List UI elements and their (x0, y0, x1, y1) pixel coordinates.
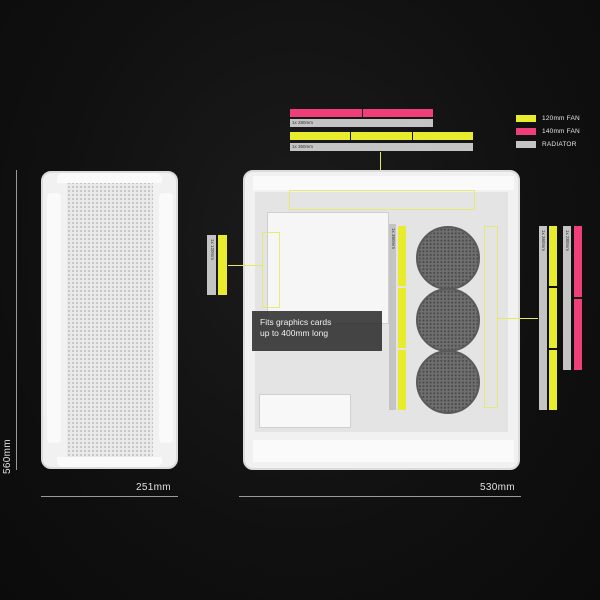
length-dimension-line (239, 496, 521, 497)
top-140mm-fan-1 (290, 109, 362, 117)
rear-120mm-fan (218, 235, 227, 295)
width-dimension-label: 251mm (136, 482, 171, 493)
front-140mm-fan-1 (574, 226, 582, 297)
side-fan-bottom (416, 350, 480, 414)
top-120mm-fan-1 (290, 132, 350, 140)
front-120mm-fan-1 (549, 226, 557, 286)
top-360mm-radiator: 1x 360mm (290, 143, 473, 151)
legend-item-120mm-fan: 120mm FAN (516, 112, 580, 124)
rear-120mm-radiator: 1x 120mm (207, 235, 216, 295)
psu-shroud (259, 394, 351, 428)
front-view-case (41, 171, 178, 469)
legend-swatch-120mm-fan (516, 114, 536, 122)
legend-label-140mm-fan: 140mm FAN (542, 127, 580, 135)
legend-swatch-radiator (516, 140, 536, 148)
side-360mm-radiator-label: 1x 360mm (391, 228, 396, 250)
legend-item-radiator: RADIATOR (516, 138, 580, 150)
length-dimension-label: 530mm (480, 482, 515, 493)
front-mesh-panel (67, 181, 153, 461)
legend-swatch-140mm-fan (516, 127, 536, 135)
legend-label-radiator: RADIATOR (542, 140, 577, 148)
side-120mm-fan-2 (398, 288, 406, 348)
front-140mm-fan-2 (574, 299, 582, 370)
legend-label-120mm-fan: 120mm FAN (542, 114, 580, 122)
front-right-rail (159, 193, 173, 443)
front-fan-outline (484, 226, 498, 408)
gpu-callout-line1: Fits graphics cards (260, 317, 332, 327)
side-fan-top (416, 226, 480, 290)
legend: 120mm FAN 140mm FAN RADIATOR (516, 112, 580, 150)
height-dimension-label: 560mm (2, 439, 13, 474)
motherboard-tray (267, 212, 389, 324)
front-top-cap (57, 173, 162, 183)
front-120mm-fan-2 (549, 288, 557, 348)
case-top-bar (253, 176, 514, 190)
top-140mm-fan-2 (363, 109, 433, 117)
rear-fan-outline (262, 232, 280, 308)
rear-120mm-radiator-label: 1x 120mm (210, 239, 215, 261)
case-bottom-bar (253, 440, 514, 462)
legend-item-140mm-fan: 140mm FAN (516, 125, 580, 137)
top-280mm-radiator: 1x 280mm (290, 119, 433, 127)
front-280mm-radiator: 1x 280mm (563, 226, 571, 370)
top-280mm-radiator-label: 1x 280mm (292, 120, 314, 125)
width-dimension-line (41, 496, 178, 497)
gpu-callout-line2: up to 400mm long (260, 328, 329, 338)
front-280mm-radiator-label: 1x 280mm (565, 230, 570, 252)
gpu-callout: Fits graphics cards up to 400mm long (252, 311, 382, 351)
rear-connector-line (228, 265, 262, 267)
side-120mm-fan-1 (398, 226, 406, 286)
top-120mm-fan-3 (413, 132, 473, 140)
top-360mm-radiator-label: 1x 360mm (292, 144, 314, 149)
front-connector-line (498, 318, 538, 320)
height-dimension-line (16, 170, 17, 470)
front-left-rail (47, 193, 61, 443)
front-bottom-cap (57, 457, 162, 467)
side-fan-middle (416, 288, 480, 352)
front-360mm-radiator: 1x 360mm (539, 226, 547, 410)
front-360mm-radiator-label: 1x 360mm (541, 230, 546, 252)
front-120mm-fan-3 (549, 350, 557, 410)
top-fan-outline (289, 190, 475, 210)
top-120mm-fan-2 (351, 132, 412, 140)
side-360mm-radiator: 1x 360mm (389, 224, 396, 410)
side-120mm-fan-3 (398, 350, 406, 410)
